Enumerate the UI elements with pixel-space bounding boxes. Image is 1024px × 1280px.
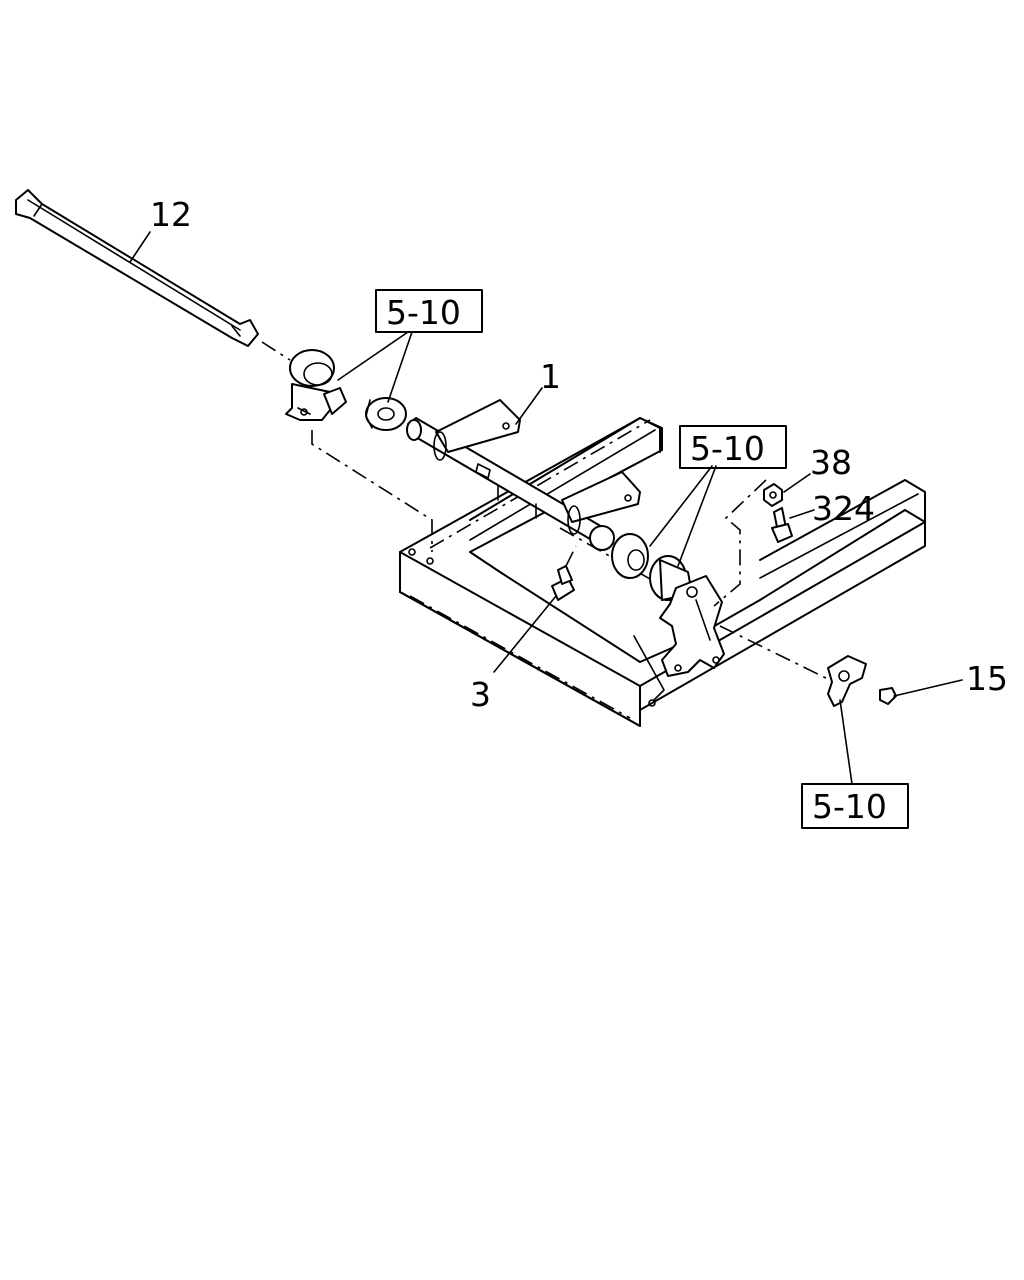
bearing-bracket-left xyxy=(285,349,347,421)
shaft-part-1 xyxy=(406,399,641,551)
leader-lines xyxy=(129,231,963,785)
callout-38: 38 xyxy=(810,443,852,482)
callout-12: 12 xyxy=(150,195,192,234)
ref-box-top-right-label: 5-10 xyxy=(690,429,765,468)
nut-part-38 xyxy=(763,483,783,507)
flange-bushing-left xyxy=(365,397,407,431)
callout-labels: 12 1 38 324 3 15 xyxy=(150,195,1008,714)
callout-15: 15 xyxy=(966,659,1008,698)
ref-box-bottom-label: 5-10 xyxy=(812,787,887,826)
rod-part-12 xyxy=(15,189,291,361)
callout-1: 1 xyxy=(540,357,561,396)
lever-bracket-right xyxy=(659,575,725,677)
ref-box-top-left-label: 5-10 xyxy=(386,293,461,332)
e-clip-part-15 xyxy=(879,687,897,705)
callout-3: 3 xyxy=(470,675,491,714)
bolt-part-3 xyxy=(551,545,577,601)
small-lever xyxy=(827,655,867,707)
ref-box-top-left: 5-10 xyxy=(375,289,483,333)
ref-box-top-right: 5-10 xyxy=(679,425,787,469)
callout-324: 324 xyxy=(812,489,875,528)
ref-box-bottom: 5-10 xyxy=(801,783,909,829)
bolt-part-324 xyxy=(771,507,793,543)
